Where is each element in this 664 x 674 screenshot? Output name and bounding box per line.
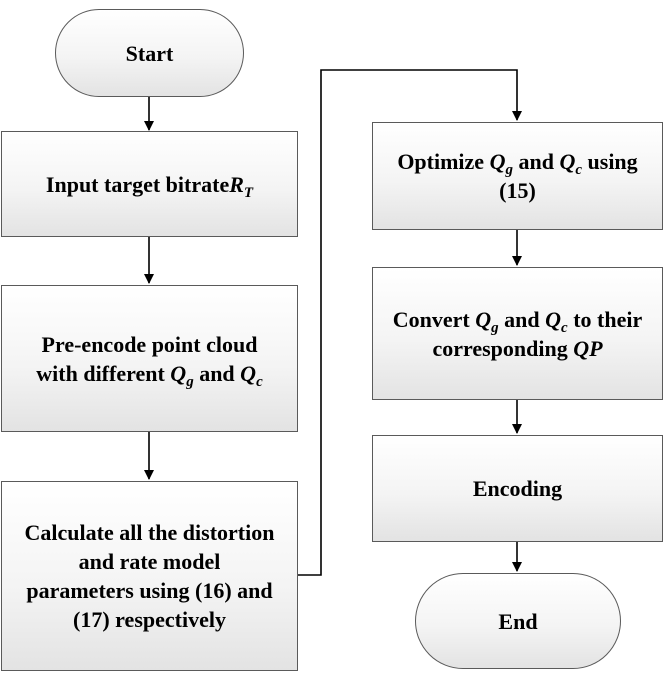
rt-symbol: RT xyxy=(229,171,254,201)
convert-label: Convert Qg and Qc to their corresponding… xyxy=(392,306,643,361)
pre-encode-label: Pre-encode point cloud with different Qg… xyxy=(36,331,263,390)
arrow-calculate-to-optimize xyxy=(298,69,522,576)
qp-symbol: QP xyxy=(573,335,603,361)
start-label: Start xyxy=(125,40,174,66)
end-terminal: End xyxy=(415,573,621,669)
qc-symbol: Qc xyxy=(545,306,568,336)
optimize-box: Optimize Qg and Qc using (15) xyxy=(372,122,663,230)
end-label: End xyxy=(498,608,538,634)
calculate-box: Calculate all the distortion and rate mo… xyxy=(1,481,298,671)
qg-symbol: Qg xyxy=(170,360,194,390)
input-bitrate-label: Input target bitrateRT xyxy=(45,171,254,201)
calculate-label: Calculate all the distortion and rate mo… xyxy=(24,520,275,632)
encoding-box: Encoding xyxy=(372,435,663,542)
qg-symbol: Qg xyxy=(489,149,513,178)
qc-symbol: Qc xyxy=(240,360,263,390)
optimize-label: Optimize Qg and Qc using (15) xyxy=(397,149,638,203)
start-terminal: Start xyxy=(55,9,244,97)
qc-symbol: Qc xyxy=(559,149,583,178)
input-bitrate-box: Input target bitrateRT xyxy=(1,131,298,237)
encoding-label: Encoding xyxy=(472,476,563,501)
convert-box: Convert Qg and Qc to their corresponding… xyxy=(372,267,663,400)
pre-encode-box: Pre-encode point cloud with different Qg… xyxy=(1,285,298,432)
qg-symbol: Qg xyxy=(475,306,499,336)
